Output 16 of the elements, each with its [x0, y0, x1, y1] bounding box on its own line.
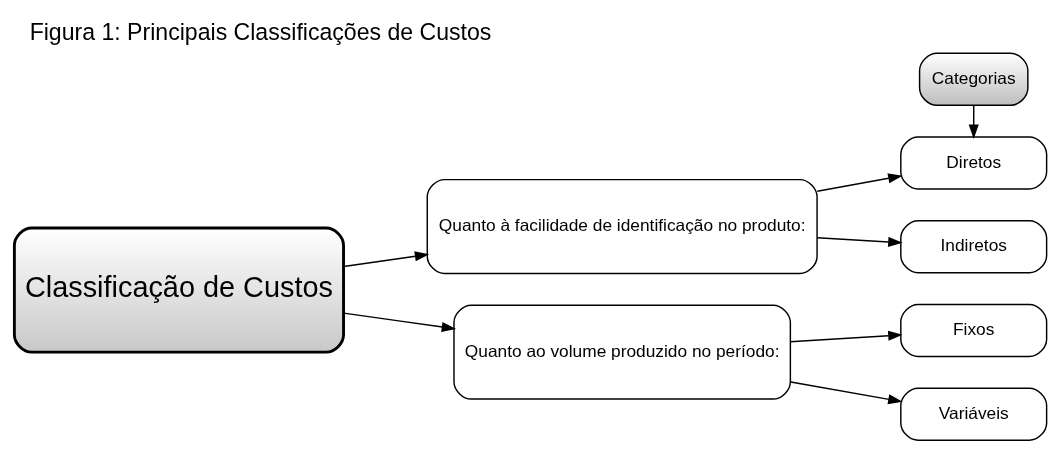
arrow	[816, 236, 903, 247]
node-box: Diretos	[900, 136, 1048, 190]
node-box: Indiretos	[900, 220, 1048, 274]
node-box: Fixos	[900, 303, 1048, 358]
arrow	[343, 251, 430, 268]
node-box: Classificação de Custos	[12, 226, 345, 354]
arrow	[816, 173, 903, 192]
arrow	[968, 104, 979, 140]
arrow	[790, 330, 903, 343]
node-box: Variáveis	[900, 387, 1048, 441]
node-box: Categorias	[918, 52, 1029, 106]
arrow	[790, 381, 903, 405]
diagram-title: Figura 1: Principais Classificações de Custos	[29, 19, 492, 46]
node-box: Quanto à facilidade de identificação no produto:	[426, 178, 818, 275]
arrow	[343, 312, 457, 332]
node-box: Quanto ao volume produzido no período:	[453, 304, 792, 400]
